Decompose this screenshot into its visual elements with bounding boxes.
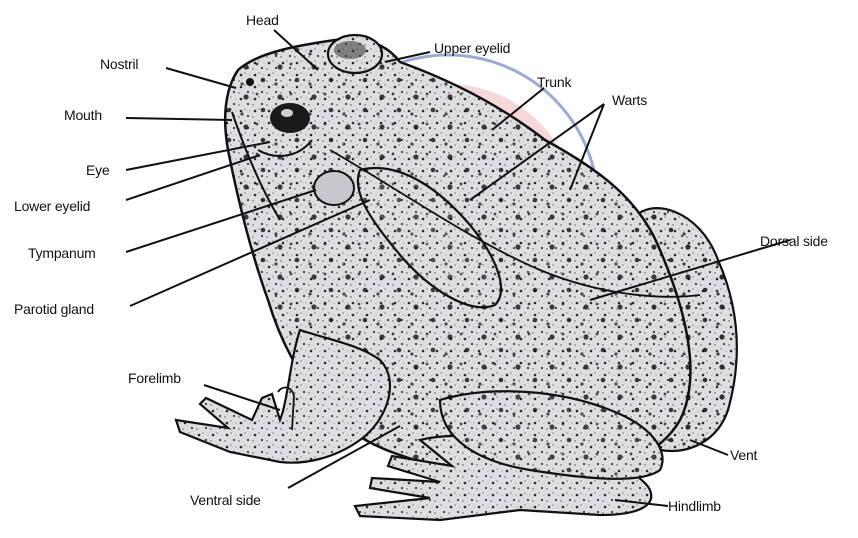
label-lower-eyelid: Lower eyelid xyxy=(14,198,90,214)
label-head: Head xyxy=(246,12,279,28)
label-forelimb: Forelimb xyxy=(128,370,181,386)
eye-shape xyxy=(270,103,310,133)
label-trunk: Trunk xyxy=(537,74,571,90)
label-hindlimb: Hindlimb xyxy=(668,498,721,514)
label-eye: Eye xyxy=(86,162,110,178)
label-mouth: Mouth xyxy=(64,107,102,123)
label-ventral-side: Ventral side xyxy=(190,492,261,508)
label-vent: Vent xyxy=(730,447,757,463)
label-upper-eyelid: Upper eyelid xyxy=(434,40,510,56)
label-tympanum: Tympanum xyxy=(28,245,96,261)
label-warts: Warts xyxy=(612,92,647,108)
forelimb-shape xyxy=(176,330,390,463)
label-dorsal-side: Dorsal side xyxy=(760,233,828,249)
label-nostril: Nostril xyxy=(100,56,138,72)
tympanum-shape xyxy=(314,171,354,205)
label-parotid-gland: Parotid gland xyxy=(14,301,94,317)
